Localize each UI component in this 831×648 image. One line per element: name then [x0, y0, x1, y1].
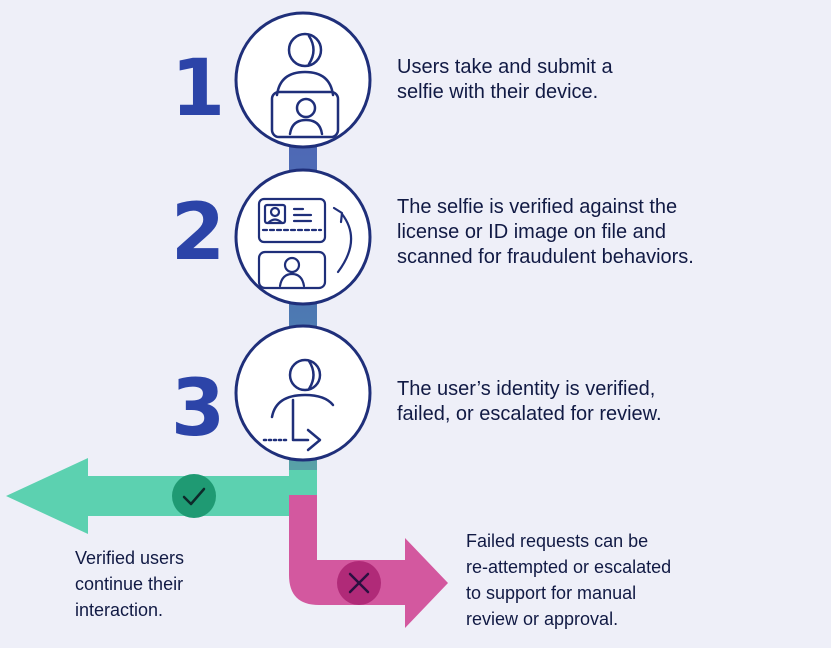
step-1-text: Users take and submit a selfie with thei… [397, 56, 613, 103]
step-2-text: The selfie is verified against the licen… [397, 196, 694, 268]
check-icon [182, 487, 206, 506]
id-card-compare-icon [257, 197, 353, 290]
failure-text: Failed requests can be re-attempted or e… [466, 531, 672, 629]
step-2-number: 2 [170, 188, 226, 278]
person-arrow-icon [262, 358, 335, 452]
success-badge [172, 474, 216, 518]
x-icon [348, 572, 370, 594]
step-2-circle [234, 168, 372, 306]
person-selfie-phone-icon [270, 32, 340, 139]
step-3-number: 3 [170, 364, 226, 454]
step-3-circle [234, 324, 372, 462]
failure-arrow [289, 495, 448, 628]
success-arrow [6, 458, 317, 534]
success-text: Verified users continue their interactio… [75, 548, 185, 620]
step-1-circle [234, 11, 372, 149]
step-1-number: 1 [170, 44, 226, 134]
step-3-text: The user’s identity is verified, failed,… [397, 378, 662, 425]
